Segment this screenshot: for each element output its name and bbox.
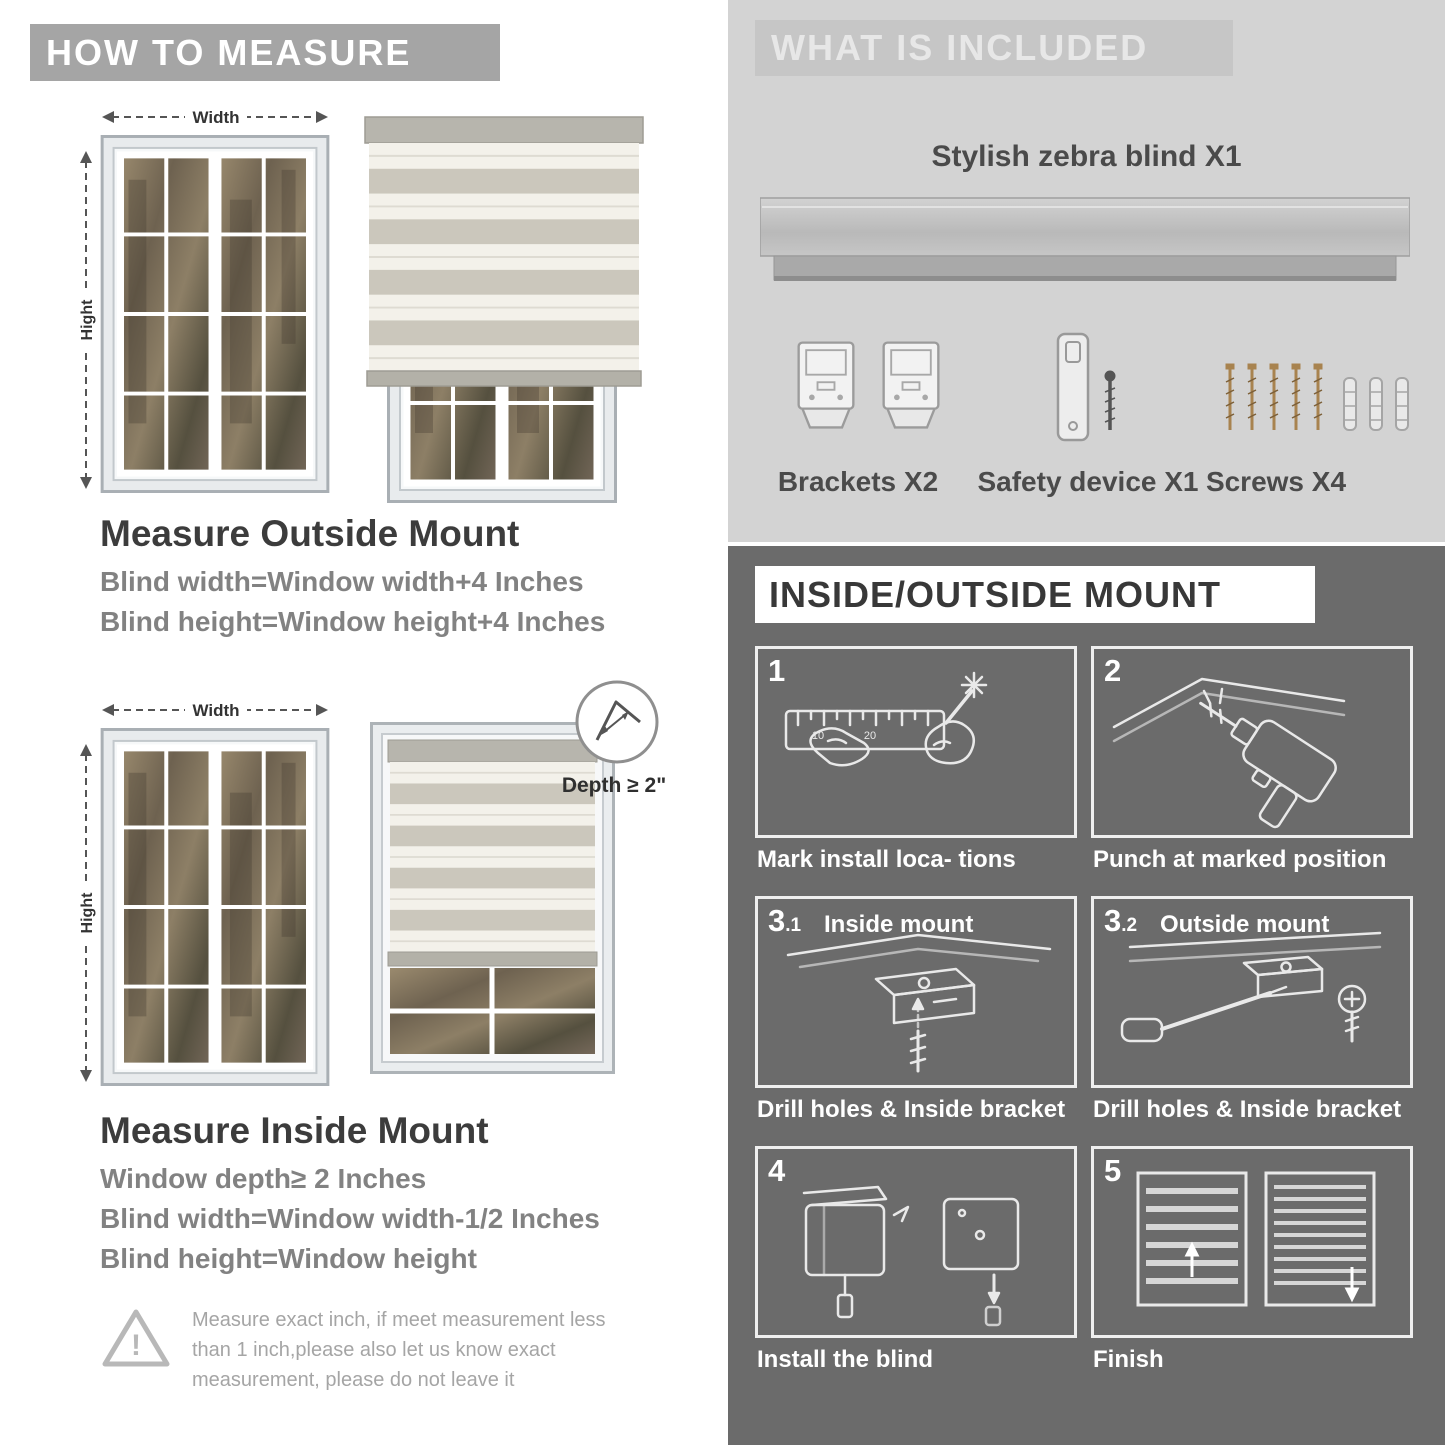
- outside-bracket-icon: [1120, 931, 1382, 1043]
- step-title: Inside mount: [824, 911, 974, 938]
- step-number: 1: [768, 653, 786, 688]
- width-arrow: Width: [102, 698, 328, 722]
- drill-icon: [1112, 677, 1346, 829]
- step-number: 3.1: [768, 903, 802, 938]
- finished-blinds-icon: [1136, 1171, 1376, 1307]
- step-4-caption: Install the blind: [757, 1346, 934, 1373]
- step-5-panel: 5: [1091, 1146, 1413, 1338]
- inside-mount-title: Measure Inside Mount: [100, 1110, 489, 1151]
- step-title: Outside mount: [1160, 911, 1330, 938]
- outside-mount-diagram: Width Hight: [78, 105, 644, 505]
- blind-quantity-label: Stylish zebra blind X1: [931, 140, 1242, 173]
- mount-header: INSIDE/OUTSIDE MOUNT: [755, 566, 1315, 623]
- step-2-caption: Punch at marked position: [1093, 846, 1387, 873]
- screw-icon: [1104, 370, 1116, 430]
- step-1-panel: 1 10: [755, 646, 1077, 838]
- step-number: 4: [768, 1153, 786, 1188]
- brackets-label: Brackets X2: [777, 466, 939, 497]
- outside-height-formula: Blind height=Window height+4 Inches: [100, 606, 606, 637]
- hardware-components: [797, 332, 1409, 442]
- inside-depth-formula: Window depth≥ 2 Inches: [100, 1163, 427, 1194]
- width-label: Width: [192, 108, 239, 127]
- what-is-included-header: WHAT IS INCLUDED: [755, 20, 1233, 76]
- step-2-panel: 2: [1091, 646, 1413, 838]
- inside-bracket-icon: [786, 933, 1052, 1073]
- step-4-panel: 4: [755, 1146, 1077, 1338]
- inside-width-formula: Blind width=Window width-1/2 Inches: [100, 1203, 600, 1234]
- svg-text:!: !: [131, 1329, 141, 1362]
- install-blind-icon: [802, 1185, 1020, 1327]
- what-is-included-section: WHAT IS INCLUDED Stylish zebra blind X1: [728, 0, 1445, 542]
- safety-device-icon: [1056, 332, 1090, 442]
- window-illustration: [102, 136, 328, 491]
- height-arrow: Hight: [78, 744, 96, 1082]
- depth-callout: Depth ≥ 2": [562, 680, 666, 797]
- bracket-icon: [797, 341, 855, 429]
- mark-location-icon: 10 20: [784, 671, 988, 767]
- how-to-measure-header: HOW TO MEASURE: [30, 24, 500, 81]
- svg-text:20: 20: [864, 730, 876, 742]
- screws-label: Screws X4: [1205, 466, 1347, 497]
- safety-device-label: Safety device X1: [977, 466, 1199, 497]
- width-label: Width: [192, 701, 239, 720]
- measure-warning: ! Measure exact inch, if meet measuremen…: [100, 1305, 645, 1395]
- outside-mount-title: Measure Outside Mount: [100, 513, 520, 554]
- zebra-blind-outside-illustration: [364, 116, 644, 502]
- svg-text:10: 10: [812, 730, 824, 742]
- height-label: Hight: [79, 892, 96, 934]
- wall-anchor-icon: [1343, 377, 1409, 431]
- step-3-2-caption: Drill holes & Inside bracket: [1093, 1096, 1402, 1123]
- step-3-1-caption: Drill holes & Inside bracket: [757, 1096, 1066, 1123]
- step-number: 3.2: [1104, 903, 1138, 938]
- bracket-icon: [882, 341, 940, 429]
- mount-instructions-section: INSIDE/OUTSIDE MOUNT 1: [728, 546, 1445, 1445]
- step-number: 2: [1104, 653, 1122, 688]
- headrail-illustration: [760, 197, 1410, 281]
- depth-label: Depth ≥ 2": [562, 774, 666, 797]
- height-arrow: Hight: [78, 151, 96, 489]
- warning-text: Measure exact inch, if meet measurement …: [192, 1309, 606, 1391]
- zebra-blind-inside-illustration: [370, 722, 615, 1074]
- step-3-2-panel: 3.2 Outside mount: [1091, 896, 1413, 1088]
- screws-icon: [1225, 363, 1323, 430]
- step-5-caption: Finish: [1093, 1346, 1164, 1373]
- width-arrow: Width: [102, 105, 328, 129]
- step-number: 5: [1104, 1153, 1122, 1188]
- step-3-1-panel: 3.1 Inside mount: [755, 896, 1077, 1088]
- step-1-caption: Mark install loca- tions: [757, 846, 1016, 873]
- height-label: Hight: [79, 299, 96, 341]
- outside-width-formula: Blind width=Window width+4 Inches: [100, 566, 584, 597]
- inside-height-formula: Blind height=Window height: [100, 1243, 477, 1274]
- inside-mount-diagram: Width Hight: [78, 680, 666, 1105]
- warning-icon: !: [102, 1309, 170, 1367]
